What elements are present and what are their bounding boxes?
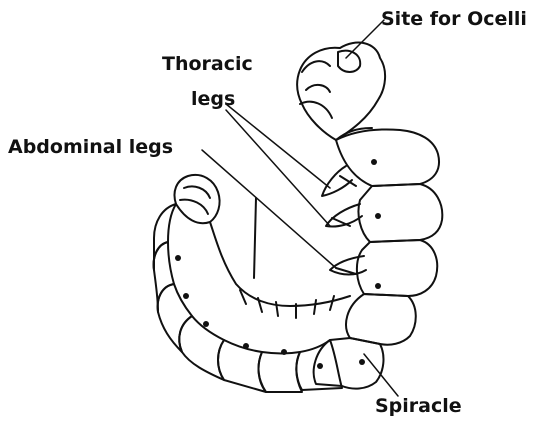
leader-lines [202, 20, 398, 396]
spiracle-dot [375, 213, 381, 219]
thorax [322, 129, 442, 296]
label-abdominal-legs: Abdominal legs [8, 138, 173, 157]
abdominal-segment-4 [259, 352, 302, 392]
spiracle-dot [371, 159, 377, 165]
thoracic-segment-2 [358, 184, 442, 242]
spiracle-dot [375, 283, 381, 289]
thoracic-segment-1 [336, 129, 439, 186]
head-capsule [297, 43, 385, 140]
leader-line-thoracic-1 [226, 104, 330, 188]
thoracic-segment-3 [357, 240, 437, 296]
spiracle-dot [243, 343, 249, 349]
spiracle-dot [359, 359, 365, 365]
abdominal-inner-edge [210, 222, 350, 306]
larva-head [297, 43, 385, 140]
abdominal-segment-2 [314, 338, 384, 389]
label-site-for-ocelli: Site for Ocelli [381, 10, 527, 29]
abdominal-tip-folds [180, 186, 210, 214]
spiracle-dot [183, 293, 189, 299]
leader-line-abdominal [202, 150, 336, 268]
spiracle-dot [175, 255, 181, 261]
leader-line-thoracic-2 [226, 110, 330, 226]
abdominal-segment-6 [179, 316, 224, 380]
abdominal-segment-1 [346, 294, 416, 345]
label-spiracle: Spiracle [375, 397, 462, 416]
spiracle-dot [281, 349, 287, 355]
abdominal-segment-9 [154, 204, 176, 270]
abdominal-segment-5 [218, 340, 266, 392]
label-legs: legs [191, 90, 235, 109]
abdominal-inner-line [254, 198, 256, 278]
leader-line-spiracle [364, 354, 398, 396]
spiracle-dot [317, 363, 323, 369]
label-thoracic: Thoracic [162, 55, 253, 74]
spiracle-dot [203, 321, 209, 327]
